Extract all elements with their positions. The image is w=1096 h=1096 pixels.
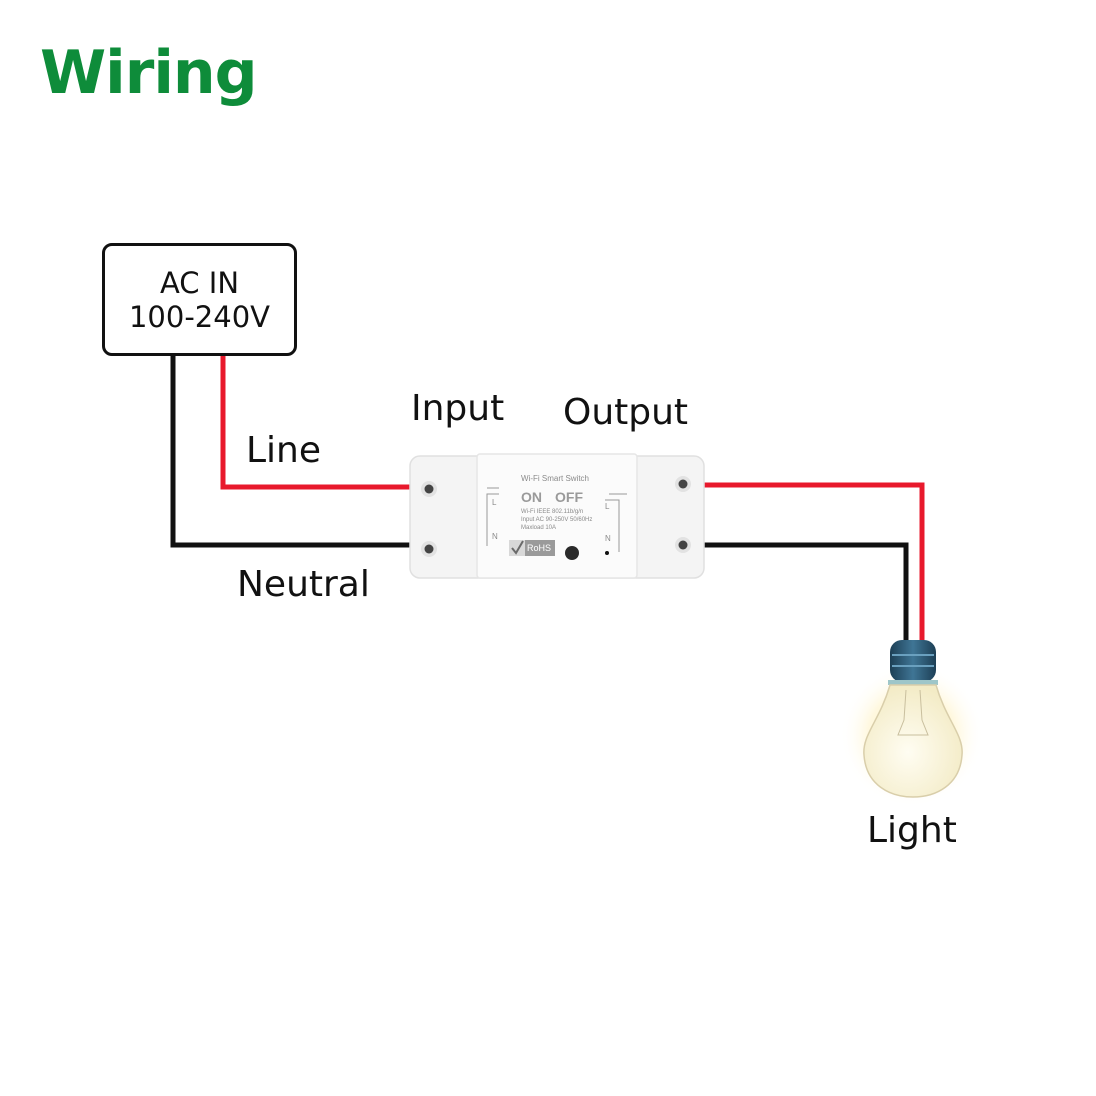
pair-button [565,546,579,560]
neutral-label: Neutral [237,564,370,605]
led-indicator [605,551,609,555]
spec-input: Input AC 90-250V 50/60Hz [521,517,593,523]
spec-wifi: Wi-Fi IEEE 802.11b/g/n [521,509,584,515]
off-label: OFF [555,489,583,505]
terminal-label-input-n: N [492,532,498,541]
terminal-screw-output-n [675,537,691,553]
rohs-badge: RoHS [527,543,552,553]
on-label: ON [521,489,542,505]
neutral-wire-input [170,352,410,548]
terminal-screw-input-l [421,481,437,497]
line-wire-input [220,352,410,490]
power-source-voltage: 100-240V [128,299,270,334]
neutral-wire-output [704,542,909,645]
terminal-label-output-l: L [605,502,610,511]
smart-switch-device: Wi-Fi Smart Switch ON OFF Wi-Fi IEEE 802… [409,452,705,580]
light-bulb-icon [840,640,984,807]
power-source-label: AC IN [159,265,240,300]
page-title: Wiring [40,38,258,108]
terminal-label-output-n: N [605,534,611,543]
light-label: Light [867,810,957,851]
spec-maxload: Maxload 10A [521,525,557,531]
line-wire-output [704,482,925,645]
terminal-screw-output-l [675,476,691,492]
input-label: Input [411,388,505,429]
line-label: Line [246,430,322,471]
device-name: Wi-Fi Smart Switch [521,474,589,483]
terminal-screw-input-n [421,541,437,557]
terminal-label-input-l: L [492,498,497,507]
power-source-box: AC IN 100-240V [102,243,297,356]
output-label: Output [563,392,689,433]
